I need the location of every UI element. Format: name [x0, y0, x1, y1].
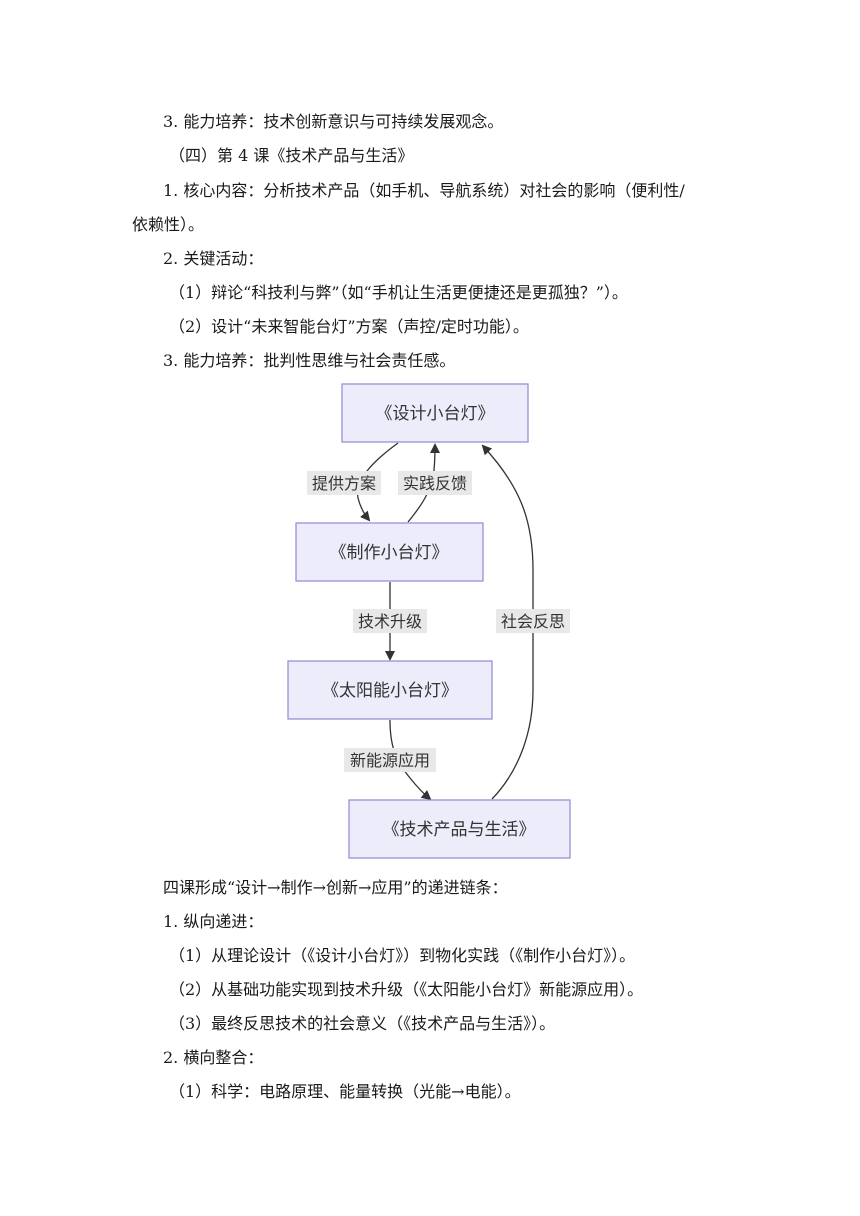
list-item-design-lamp: （2）设计“未来智能台灯”方案（声控/定时功能）。	[169, 317, 529, 336]
edge-label-practice-feedback: 实践反馈	[403, 474, 467, 493]
list-item-debate: （1）辩论“科技利与弊”（如“手机让生活更便捷还是更孤独？”）。	[169, 283, 628, 302]
section-heading-lesson-4: （四）第 4 课《技术产品与生活》	[169, 146, 414, 165]
edge-label-bg	[307, 471, 381, 495]
paragraph-vertical-progression: 1. 纵向递进：	[163, 912, 264, 931]
edge-label-bg	[353, 609, 427, 633]
edge-label-new-energy: 新能源应用	[350, 751, 430, 770]
edge-label-bg	[398, 471, 472, 495]
paragraph-core-content: 1. 核心内容：分析技术产品（如手机、导航系统）对社会的影响（便利性/	[163, 181, 685, 200]
node-design-lamp	[341, 383, 529, 443]
paragraph-horizontal-integration: 2. 横向整合：	[163, 1048, 264, 1067]
node-make-lamp-label: 《制作小台灯》	[330, 543, 449, 563]
node-design-lamp-label: 《设计小台灯》	[376, 404, 495, 424]
list-item-theory-to-practice: （1）从理论设计（《设计小台灯》）到物化实践（《制作小台灯》）。	[169, 946, 636, 965]
paragraph-ability-critical: 3. 能力培养：批判性思维与社会责任感。	[163, 351, 456, 370]
edge-new-energy	[389, 719, 432, 801]
edge-label-provide-plan: 提供方案	[312, 474, 376, 493]
node-tech-products-life	[348, 799, 571, 859]
edge-practice-feedback	[407, 443, 440, 523]
node-tech-products-life-label: 《技术产品与生活》	[383, 820, 536, 840]
edge-label-bg	[496, 609, 570, 633]
node-solar-lamp-label: 《太阳能小台灯》	[322, 681, 458, 701]
paragraph-key-activities: 2. 关键活动：	[163, 249, 264, 268]
list-item-social-meaning: （3）最终反思技术的社会意义（《技术产品与生活》）。	[169, 1014, 556, 1033]
node-solar-lamp	[287, 660, 493, 720]
edge-label-tech-upgrade: 技术升级	[358, 612, 422, 631]
list-item-tech-upgrade: （2）从基础功能实现到技术升级（《太阳能小台灯》新能源应用）。	[169, 980, 644, 999]
edge-label-bg	[344, 748, 436, 772]
edge-provide-plan	[357, 442, 399, 522]
paragraph-ability-3: 3. 能力培养：技术创新意识与可持续发展观念。	[163, 112, 504, 131]
edge-label-social-reflection: 社会反思	[501, 612, 565, 631]
paragraph-core-content-cont: 依赖性）。	[132, 215, 205, 234]
list-item-science: （1）科学：电路原理、能量转换（光能→电能）。	[169, 1082, 521, 1101]
paragraph-progressive-chain: 四课形成“设计→制作→创新→应用”的递进链条：	[163, 878, 508, 897]
node-make-lamp	[295, 522, 484, 582]
